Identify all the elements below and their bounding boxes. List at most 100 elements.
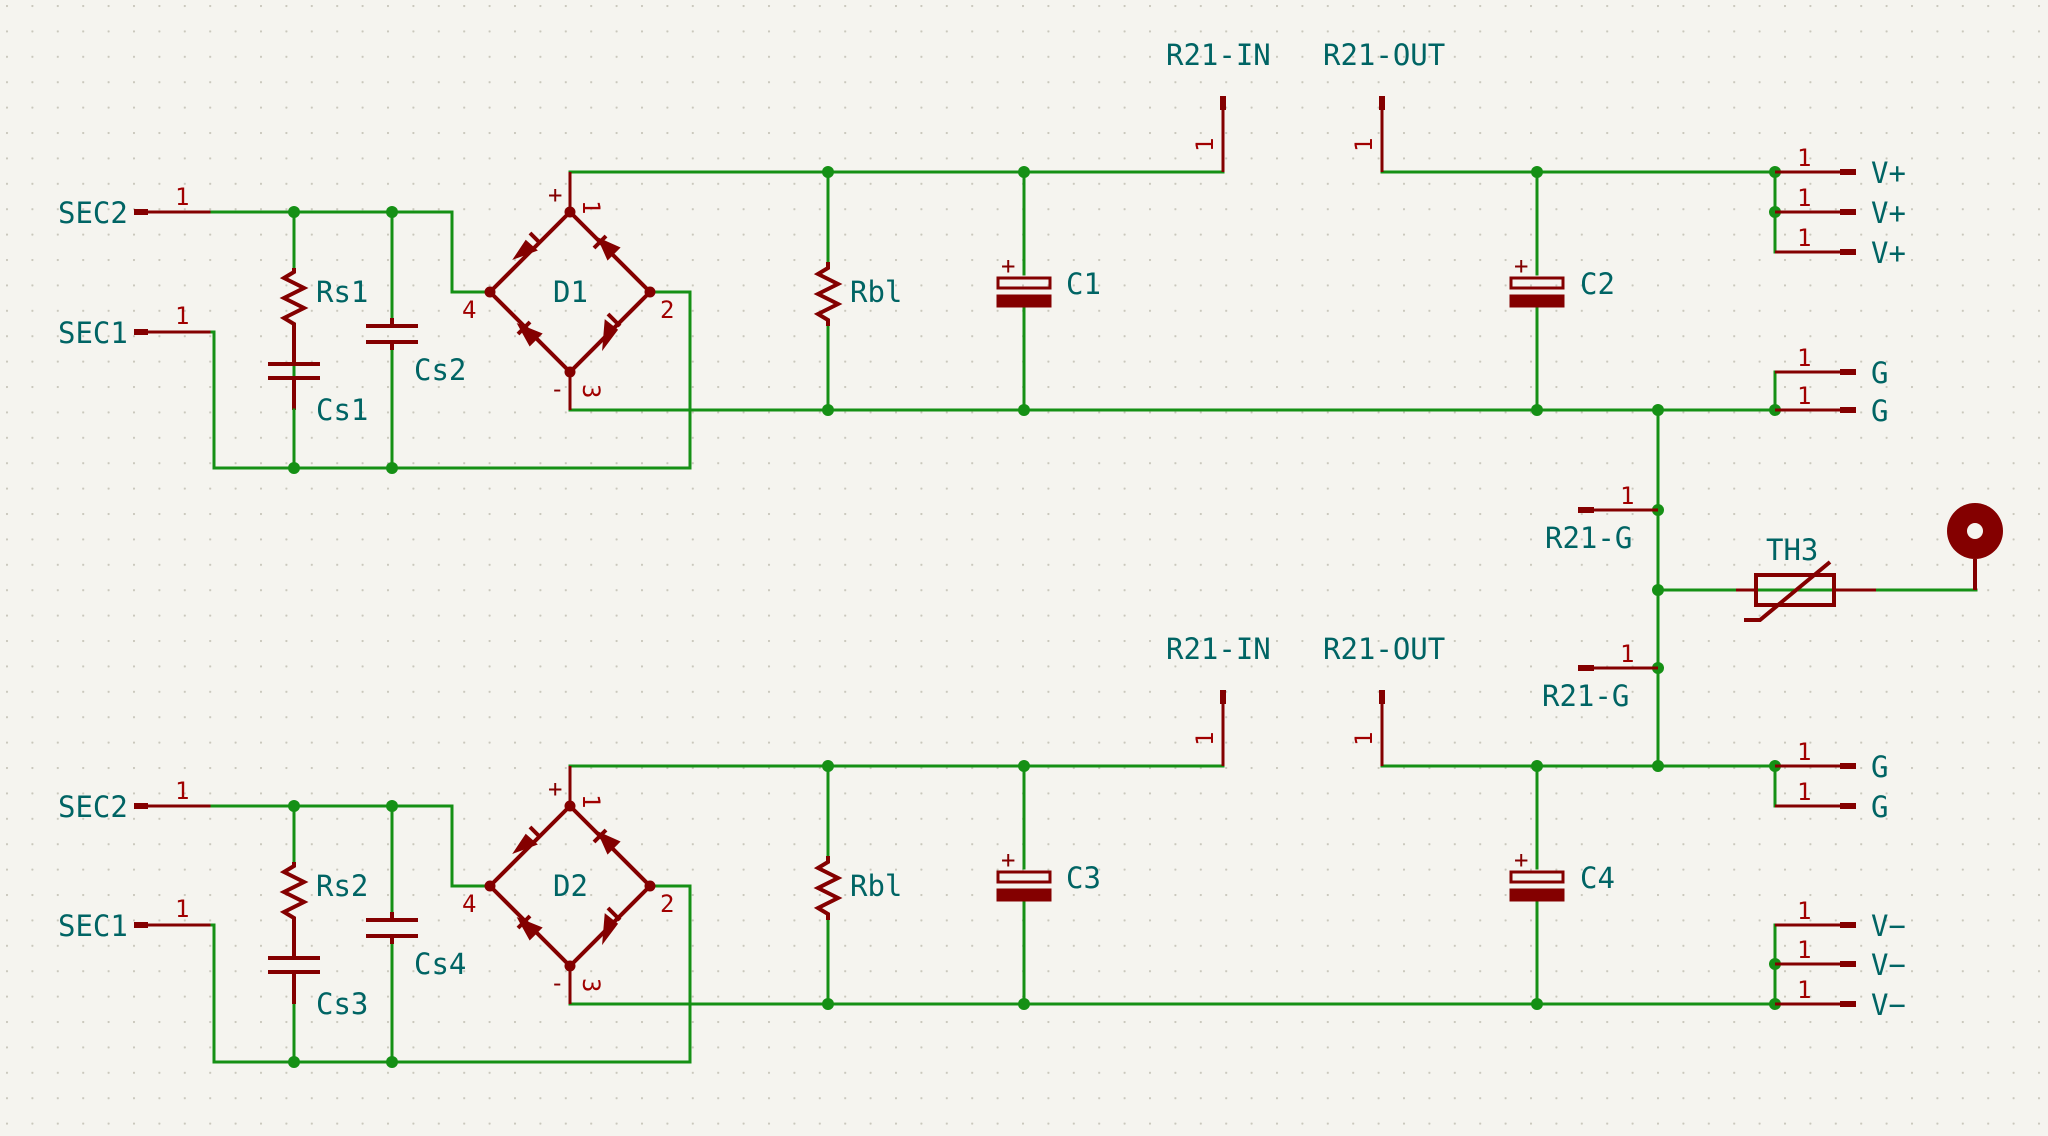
top-section: SEC2 1 SEC1 1 (58, 38, 1906, 768)
vplus-label: V+ (1871, 156, 1906, 190)
svg-text:1: 1 (1797, 184, 1811, 212)
bridge-rectifier-d2[interactable]: D2 + - 1 3 4 2 (462, 766, 674, 1004)
rs1-label: Rs1 (316, 275, 368, 309)
capacitor-cs1[interactable]: Cs1 (268, 330, 368, 470)
svg-text:1: 1 (1797, 976, 1811, 1004)
svg-text:+: + (548, 181, 562, 209)
g-label: G (1871, 356, 1888, 390)
svg-text:+: + (1514, 846, 1528, 874)
output-vplus-1[interactable]: 1 V+ (1775, 144, 1906, 190)
output-g-3[interactable]: 1 G (1775, 738, 1888, 784)
svg-text:1: 1 (1797, 144, 1811, 172)
capacitor-cs2[interactable]: Cs2 (366, 318, 466, 387)
vplus-label: V+ (1871, 236, 1906, 270)
capacitor-c4[interactable]: + C4 (1509, 846, 1615, 902)
svg-text:1: 1 (1797, 936, 1811, 964)
resistor-rbl-top[interactable]: Rbl (813, 262, 902, 326)
svg-text:2: 2 (660, 890, 674, 918)
svg-text:1: 1 (1620, 482, 1634, 510)
svg-text:2: 2 (660, 296, 674, 324)
capacitor-c3[interactable]: + C3 (996, 846, 1101, 902)
r21-out-label: R21-OUT (1323, 38, 1445, 72)
resistor-rs1[interactable]: Rs1 (279, 268, 368, 330)
r21-g-label: R21-G (1542, 679, 1629, 713)
cs3-label: Cs3 (316, 987, 368, 1021)
r21-out-label: R21-OUT (1323, 632, 1445, 666)
capacitor-cs3[interactable]: Cs3 (268, 924, 368, 1021)
sec2-connector-bottom[interactable]: SEC2 1 (58, 777, 212, 824)
svg-text:+: + (1001, 846, 1015, 874)
mounting-hole-icon[interactable] (1947, 503, 2003, 590)
d1-label: D1 (553, 275, 588, 309)
sec1-label: SEC1 (58, 909, 128, 943)
r21-out-connector-top[interactable]: R21-OUT 1 (1323, 38, 1445, 172)
pin-number: 1 (175, 183, 189, 211)
pin-number: 1 (175, 777, 189, 805)
wire (210, 290, 692, 470)
capacitor-c1[interactable]: + C1 (996, 252, 1101, 308)
svg-text:1: 1 (1797, 778, 1811, 806)
output-vplus-3[interactable]: 1 V+ (1775, 224, 1906, 270)
r21-out-connector-bottom[interactable]: R21-OUT 1 (1323, 632, 1445, 766)
cs4-label: Cs4 (414, 947, 466, 981)
svg-text:1: 1 (1797, 224, 1811, 252)
vplus-label: V+ (1871, 196, 1906, 230)
r21-g-connector-1[interactable]: 1 R21-G (1545, 482, 1658, 555)
bridge-rectifier-d1[interactable]: D1 + - 1 3 4 2 (462, 172, 674, 410)
svg-text:1: 1 (1797, 382, 1811, 410)
svg-text:1: 1 (577, 794, 605, 808)
sec2-connector-top[interactable]: SEC2 1 (58, 183, 212, 230)
g-label: G (1871, 790, 1888, 824)
c4-label: C4 (1580, 861, 1615, 895)
ground-section: 1 R21-G 1 R21-G TH3 (1542, 482, 2003, 713)
output-g-2[interactable]: 1 G (1775, 382, 1888, 428)
svg-text:1: 1 (1797, 738, 1811, 766)
svg-text:1: 1 (1797, 344, 1811, 372)
svg-text:-: - (550, 375, 564, 403)
svg-text:+: + (548, 775, 562, 803)
output-vminus-2[interactable]: 1 V− (1775, 936, 1906, 982)
svg-text:3: 3 (577, 384, 605, 398)
rs2-label: Rs2 (316, 869, 368, 903)
rbl-bottom-label: Rbl (850, 869, 902, 903)
d2-label: D2 (553, 869, 588, 903)
r21-g-label: R21-G (1545, 521, 1632, 555)
svg-text:+: + (1001, 252, 1015, 280)
svg-text:4: 4 (462, 890, 476, 918)
thermistor-th3[interactable]: TH3 (1736, 533, 1876, 622)
bottom-section: SEC2 1 SEC1 1 (58, 632, 1906, 1068)
r21-g-connector-2[interactable]: 1 R21-G (1542, 640, 1658, 713)
vminus-label: V− (1871, 909, 1906, 943)
svg-text:1: 1 (1797, 897, 1811, 925)
sec1-connector-top[interactable]: SEC1 1 (58, 302, 212, 350)
svg-text:1: 1 (577, 200, 605, 214)
r21-in-connector-top[interactable]: R21-IN 1 (1166, 38, 1271, 172)
g-label: G (1871, 750, 1888, 784)
output-vminus-1[interactable]: 1 V− (1775, 897, 1906, 943)
svg-text:1: 1 (1350, 732, 1378, 746)
rbl-top-label: Rbl (850, 275, 902, 309)
output-g-1[interactable]: 1 G (1775, 344, 1888, 390)
r21-in-label: R21-IN (1166, 38, 1271, 72)
output-vplus-2[interactable]: 1 V+ (1775, 184, 1906, 230)
r21-in-label: R21-IN (1166, 632, 1271, 666)
svg-text:4: 4 (462, 296, 476, 324)
r21-in-connector-bottom[interactable]: R21-IN 1 (1166, 632, 1271, 766)
output-g-4[interactable]: 1 G (1775, 778, 1888, 824)
cs2-label: Cs2 (414, 353, 466, 387)
svg-text:1: 1 (1350, 138, 1378, 152)
g-label: G (1871, 394, 1888, 428)
c3-label: C3 (1066, 861, 1101, 895)
output-vminus-3[interactable]: 1 V− (1775, 976, 1906, 1022)
sec1-connector-bottom[interactable]: SEC1 1 (58, 895, 212, 943)
c1-label: C1 (1066, 267, 1101, 301)
capacitor-cs4[interactable]: Cs4 (366, 912, 466, 981)
resistor-rs2[interactable]: Rs2 (279, 862, 368, 924)
th3-label: TH3 (1766, 533, 1818, 567)
svg-text:1: 1 (1191, 138, 1219, 152)
svg-text:+: + (1514, 252, 1528, 280)
capacitor-c2[interactable]: + C2 (1509, 252, 1615, 308)
cs1-label: Cs1 (316, 393, 368, 427)
resistor-rbl-bottom[interactable]: Rbl (813, 856, 902, 920)
